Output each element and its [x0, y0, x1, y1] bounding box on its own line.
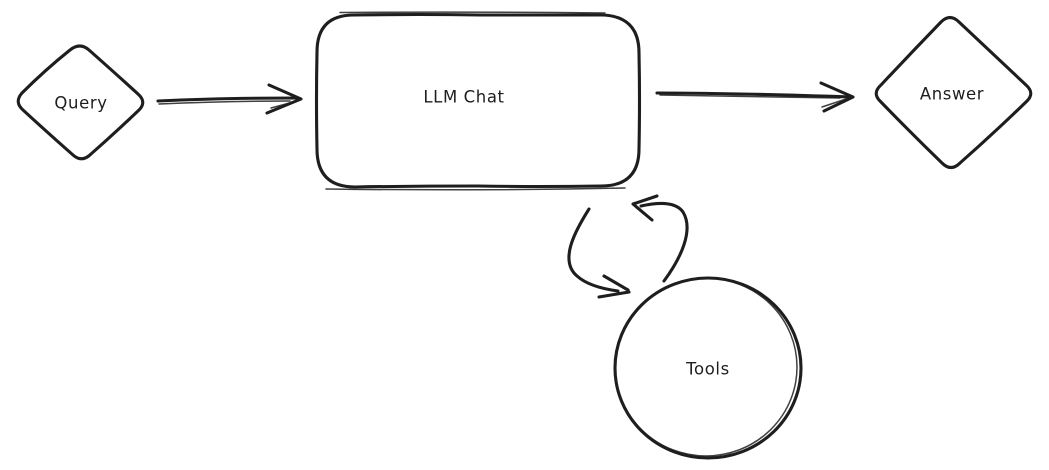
answer-diamond-shape: [874, 15, 1033, 170]
arrow-shaft-echo: [659, 94, 841, 99]
arrow-shaft: [156, 96, 300, 103]
arrow-shaft-echo: [158, 100, 291, 105]
tools-circle-echo: [614, 277, 798, 457]
llm-chat-rectangle-echo-top: [339, 11, 606, 14]
llm-chat-label: LLM Chat: [423, 88, 504, 107]
arrow-tools-to-llm-chat[interactable]: [631, 194, 689, 283]
query-label: Query: [54, 94, 107, 113]
arrow-shaft: [655, 91, 853, 99]
answer-label: Answer: [920, 85, 984, 104]
node-answer[interactable]: [874, 15, 1033, 170]
diagram-strokes: [16, 11, 1033, 460]
arrow-llm-chat-to-answer[interactable]: [655, 81, 855, 113]
llm-chat-rectangle-echo-bottom: [325, 187, 626, 191]
arrow-query-to-llm-chat[interactable]: [156, 83, 303, 115]
curved-arrow-head: [631, 194, 659, 222]
arrow-head-echo: [270, 100, 298, 109]
query-diamond-shape: [16, 44, 145, 161]
curved-arrow-head: [597, 274, 631, 299]
node-llm-chat[interactable]: [314, 11, 642, 191]
node-tools[interactable]: [613, 276, 803, 460]
curved-arrow-shaft: [639, 201, 689, 283]
curved-arrow-shaft: [567, 207, 620, 293]
tools-label: Tools: [685, 360, 730, 379]
llm-chat-rectangle-shape: [314, 12, 642, 189]
arrow-head: [819, 81, 855, 113]
node-query[interactable]: [16, 44, 145, 161]
arrow-head: [265, 83, 303, 115]
arrow-llm-chat-to-tools[interactable]: [567, 207, 631, 299]
diagram-labels: Query LLM Chat Answer Tools: [54, 85, 984, 379]
arrow-head-echo: [821, 97, 850, 108]
